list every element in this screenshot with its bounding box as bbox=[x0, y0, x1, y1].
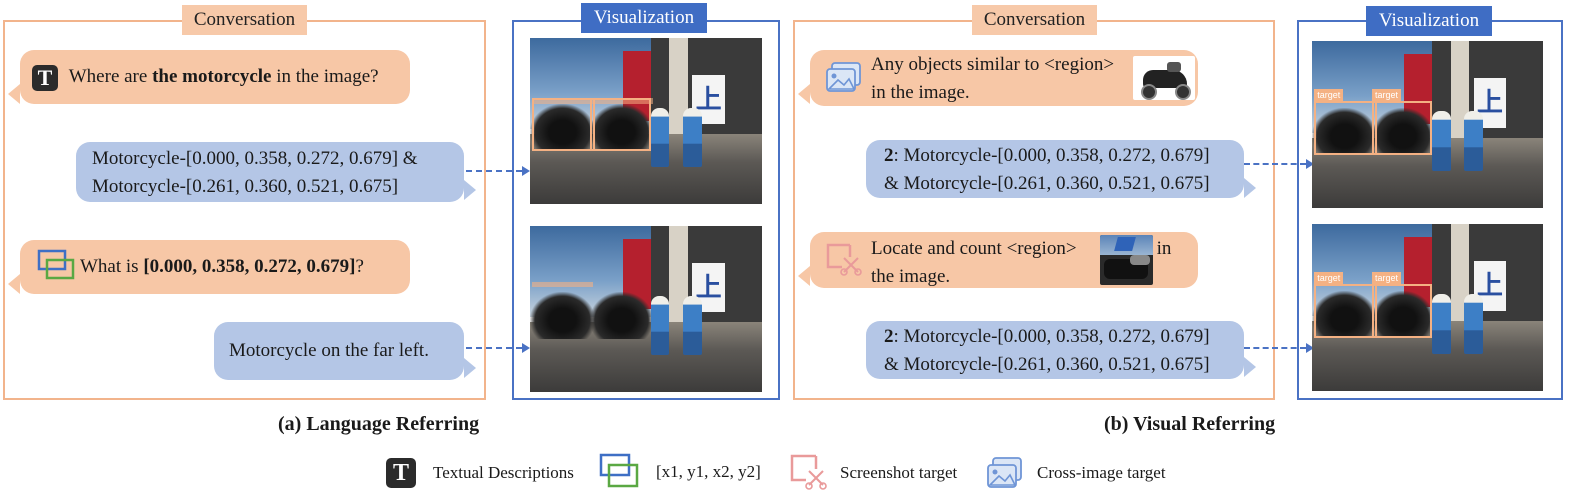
connector-arrow bbox=[1244, 163, 1306, 165]
assistant-bubble-description: Motorcycle on the far left. bbox=[214, 322, 476, 380]
text-icon: T bbox=[32, 64, 58, 91]
legend-screenshot-target: Screenshot target bbox=[840, 463, 958, 482]
connector-arrow bbox=[466, 347, 522, 349]
cross-image-icon bbox=[987, 457, 1022, 488]
count-answer-line-1: 2: Motorcycle-[0.000, 0.358, 0.272, 0.67… bbox=[884, 326, 1210, 347]
visualization-image: 上 target target bbox=[1312, 224, 1543, 391]
bbox-icon bbox=[37, 249, 75, 280]
bounding-box bbox=[532, 97, 595, 151]
screenshot-question-line-2: the image. bbox=[871, 266, 951, 287]
text-icon: T bbox=[386, 458, 416, 488]
target-label: target bbox=[1372, 272, 1402, 285]
right-conversation-title: Conversation bbox=[972, 5, 1097, 35]
coords-question-text: What is [0.000, 0.358, 0.272, 0.679]? bbox=[80, 256, 364, 277]
legend-coordinates: [x1, y1, x2, y2] bbox=[656, 462, 761, 481]
right-visualization-title: Visualization bbox=[1366, 6, 1492, 36]
bounding-box bbox=[1314, 101, 1377, 155]
target-label: target bbox=[1314, 89, 1344, 102]
screenshot-icon bbox=[790, 454, 827, 490]
visualization-image: 上 bbox=[530, 226, 762, 392]
bounding-box bbox=[1314, 284, 1377, 338]
count-answer-line-2: & Motorcycle-[0.261, 0.360, 0.521, 0.675… bbox=[884, 354, 1210, 375]
count-answer-line-2: & Motorcycle-[0.261, 0.360, 0.521, 0.675… bbox=[884, 173, 1210, 194]
target-label: target bbox=[1314, 272, 1344, 285]
target-label: target bbox=[1372, 89, 1402, 102]
user-bubble-cross-image: Any objects similar to <region> in the i… bbox=[798, 50, 1198, 106]
cross-image-question-line-1: Any objects similar to <region> bbox=[871, 54, 1115, 75]
connector-arrowhead bbox=[1306, 343, 1314, 353]
cross-image-icon bbox=[826, 62, 861, 92]
description-answer: Motorcycle on the far left. bbox=[229, 340, 429, 361]
connector-arrow bbox=[1244, 347, 1306, 349]
visualization-image: 上 target target bbox=[1312, 41, 1543, 208]
visualization-image: 上 bbox=[530, 38, 762, 204]
user-bubble-text-question: T Where are the motorcycle in the image? bbox=[8, 50, 410, 104]
caption-visual-referring: (b) Visual Referring bbox=[1104, 413, 1276, 435]
answer-line-2: Motorcycle-[0.261, 0.360, 0.521, 0.675] bbox=[92, 176, 399, 197]
left-visualization-title: Visualization bbox=[581, 3, 707, 33]
region-thumbnail-motorcycle bbox=[1133, 56, 1195, 100]
bounding-box bbox=[590, 97, 651, 151]
legend-textual-descriptions: Textual Descriptions bbox=[433, 463, 574, 482]
connector-arrowhead bbox=[1306, 159, 1314, 169]
region-thumbnail-crop bbox=[1100, 235, 1153, 285]
assistant-bubble-boxes: Motorcycle-[0.000, 0.358, 0.272, 0.679] … bbox=[76, 142, 476, 202]
answer-line-1: Motorcycle-[0.000, 0.358, 0.272, 0.679] … bbox=[92, 148, 418, 169]
screenshot-question-line-1: Locate and count <region>in bbox=[871, 238, 1172, 259]
cross-image-question-line-2: in the image. bbox=[871, 82, 970, 103]
bounding-box bbox=[1372, 101, 1433, 155]
left-conversation-title: Conversation bbox=[182, 5, 307, 35]
user-bubble-screenshot: Locate and count <region>in the image. bbox=[798, 232, 1198, 288]
user-bubble-coords-question: What is [0.000, 0.358, 0.272, 0.679]? bbox=[8, 240, 410, 294]
connector-arrow bbox=[466, 170, 522, 172]
connector-arrowhead bbox=[522, 343, 530, 353]
question-text: Where are the motorcycle in the image? bbox=[68, 66, 379, 87]
count-answer-line-1: 2: Motorcycle-[0.000, 0.358, 0.272, 0.67… bbox=[884, 145, 1210, 166]
caption-language-referring: (a) Language Referring bbox=[278, 413, 480, 435]
assistant-bubble-count: 2: Motorcycle-[0.000, 0.358, 0.272, 0.67… bbox=[866, 321, 1256, 379]
connector-arrowhead bbox=[522, 166, 530, 176]
bbox-icon bbox=[599, 453, 639, 488]
screenshot-icon bbox=[826, 243, 862, 276]
assistant-bubble-count: 2: Motorcycle-[0.000, 0.358, 0.272, 0.67… bbox=[866, 140, 1256, 198]
legend-cross-image-target: Cross-image target bbox=[1037, 463, 1166, 482]
bounding-box bbox=[1372, 284, 1433, 338]
